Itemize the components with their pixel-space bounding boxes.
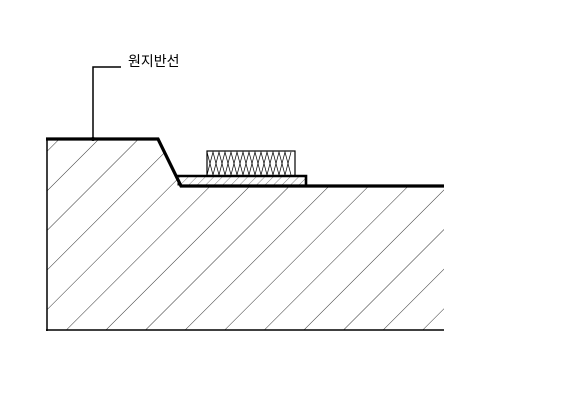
bedding-step-line [176, 174, 308, 186]
leader-dot [91, 137, 95, 141]
insulation-block [206, 150, 296, 177]
original-ground-line-label: 원지반선 [128, 54, 180, 70]
bedding-layer [177, 175, 307, 186]
callout-leader [91, 66, 121, 141]
ground-profile-line [46, 137, 444, 188]
